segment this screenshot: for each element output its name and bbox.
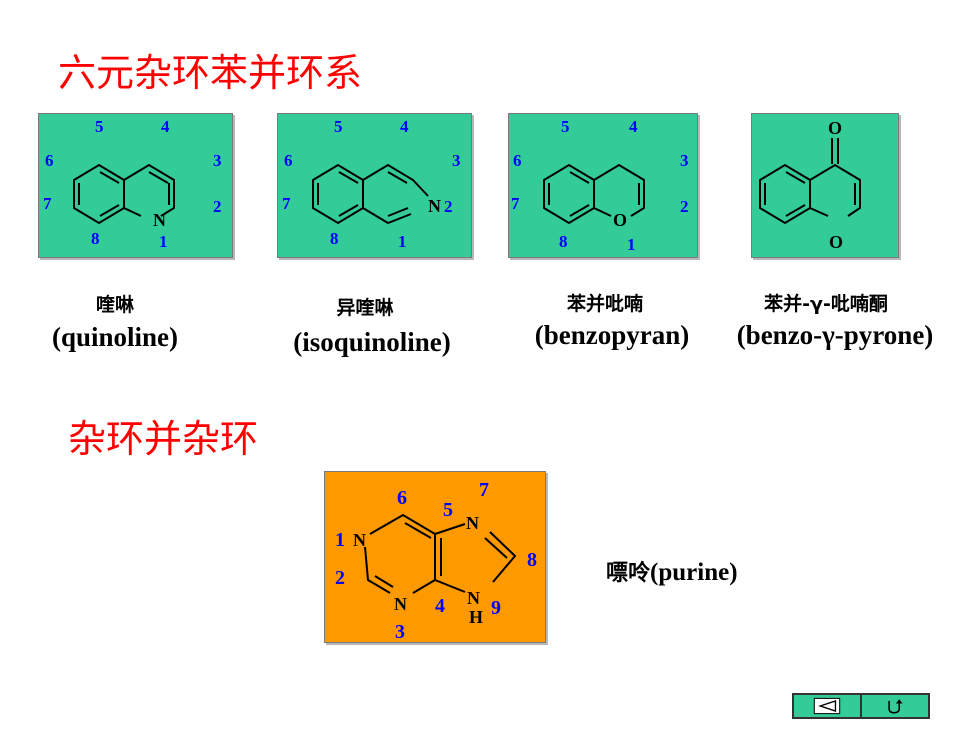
position-3: 3 — [395, 621, 405, 642]
atom-n: N — [153, 210, 166, 230]
isoquinoline-structure: N 1 2 3 4 5 6 7 8 — [277, 113, 472, 258]
isoquinoline-name-zh: 异喹啉 — [336, 297, 394, 319]
return-button[interactable] — [860, 693, 930, 719]
position-4: 4 — [161, 117, 170, 136]
purine-structure: N N N N H 1 2 3 4 5 6 7 8 9 — [324, 471, 546, 643]
position-5: 5 — [561, 117, 570, 136]
isoquinoline-name-en: (isoquinoline) — [293, 327, 451, 357]
position-8: 8 — [559, 232, 568, 251]
position-6: 6 — [397, 487, 407, 509]
benzopyran-structure: O 1 2 3 4 5 6 7 8 — [508, 113, 698, 258]
position-7: 7 — [282, 194, 291, 213]
position-5: 5 — [95, 117, 104, 136]
benzo-gamma-pyrone-structure: O O — [751, 113, 899, 258]
position-1: 1 — [627, 235, 636, 254]
position-3: 3 — [452, 151, 461, 170]
purine-name-en: (purine) — [650, 559, 738, 586]
purine-label: 嘌呤(purine) — [606, 555, 738, 587]
position-4: 4 — [435, 595, 445, 617]
benzo-gamma-pyrone-name-en: (benzo-γ-pyrone) — [736, 320, 934, 350]
atom-n3: N — [394, 594, 407, 614]
position-2: 2 — [213, 197, 222, 216]
atom-n7: N — [466, 513, 479, 533]
benzo-gamma-pyrone-diagram: O O — [759, 118, 861, 252]
atom-o: O — [613, 210, 627, 230]
position-4: 4 — [629, 117, 638, 136]
position-5: 5 — [334, 117, 343, 136]
quinoline-name-zh: 喹啉 — [95, 294, 134, 316]
position-8: 8 — [91, 229, 100, 248]
position-8: 8 — [330, 229, 339, 248]
position-6: 6 — [45, 151, 54, 170]
atom-n9: N — [467, 588, 480, 608]
position-2: 2 — [444, 197, 453, 216]
atom-n: N — [428, 196, 441, 216]
position-7: 7 — [43, 194, 52, 213]
purine-diagram: N N N N H 1 2 3 4 5 6 7 8 9 — [335, 479, 537, 642]
position-4: 4 — [400, 117, 409, 136]
purine-name-zh: 嘌呤 — [606, 561, 651, 586]
back-button[interactable] — [792, 693, 862, 719]
quinoline-name-en: (quinoline) — [51, 322, 179, 352]
position-5: 5 — [443, 499, 453, 521]
section-title-hetero-fused: 杂环并杂环 — [68, 417, 259, 461]
position-1: 1 — [159, 232, 168, 251]
isoquinoline-diagram: N 1 2 3 4 5 6 7 8 — [282, 117, 461, 251]
position-1: 1 — [398, 232, 407, 251]
ring-oxygen: O — [829, 232, 843, 252]
section-title-benzo-fused: 六元杂环苯并环系 — [58, 51, 363, 95]
position-3: 3 — [680, 151, 689, 170]
position-7: 7 — [511, 194, 520, 213]
position-1: 1 — [335, 529, 345, 551]
quinoline-structure: N 1 2 3 4 5 6 7 8 — [38, 113, 233, 258]
position-3: 3 — [213, 151, 222, 170]
position-2: 2 — [680, 197, 689, 216]
position-2: 2 — [335, 567, 345, 589]
benzo-gamma-pyrone-name-zh: 苯并-γ-吡喃酮 — [764, 293, 888, 315]
position-6: 6 — [513, 151, 522, 170]
benzopyran-diagram: O 1 2 3 4 5 6 7 8 — [511, 117, 689, 254]
benzopyran-name-en: (benzopyran) — [534, 320, 690, 350]
position-9: 9 — [491, 597, 501, 619]
quinoline-diagram: N 1 2 3 4 5 6 7 8 — [43, 117, 222, 251]
position-8: 8 — [527, 549, 537, 571]
atom-h9: H — [469, 607, 483, 627]
position-6: 6 — [284, 151, 293, 170]
carbonyl-oxygen: O — [828, 118, 842, 138]
position-7: 7 — [479, 479, 489, 501]
benzopyran-name-zh: 苯并吡喃 — [566, 293, 643, 315]
triangle-left-icon — [813, 697, 841, 715]
u-turn-icon — [888, 699, 903, 714]
atom-n1: N — [353, 530, 366, 550]
